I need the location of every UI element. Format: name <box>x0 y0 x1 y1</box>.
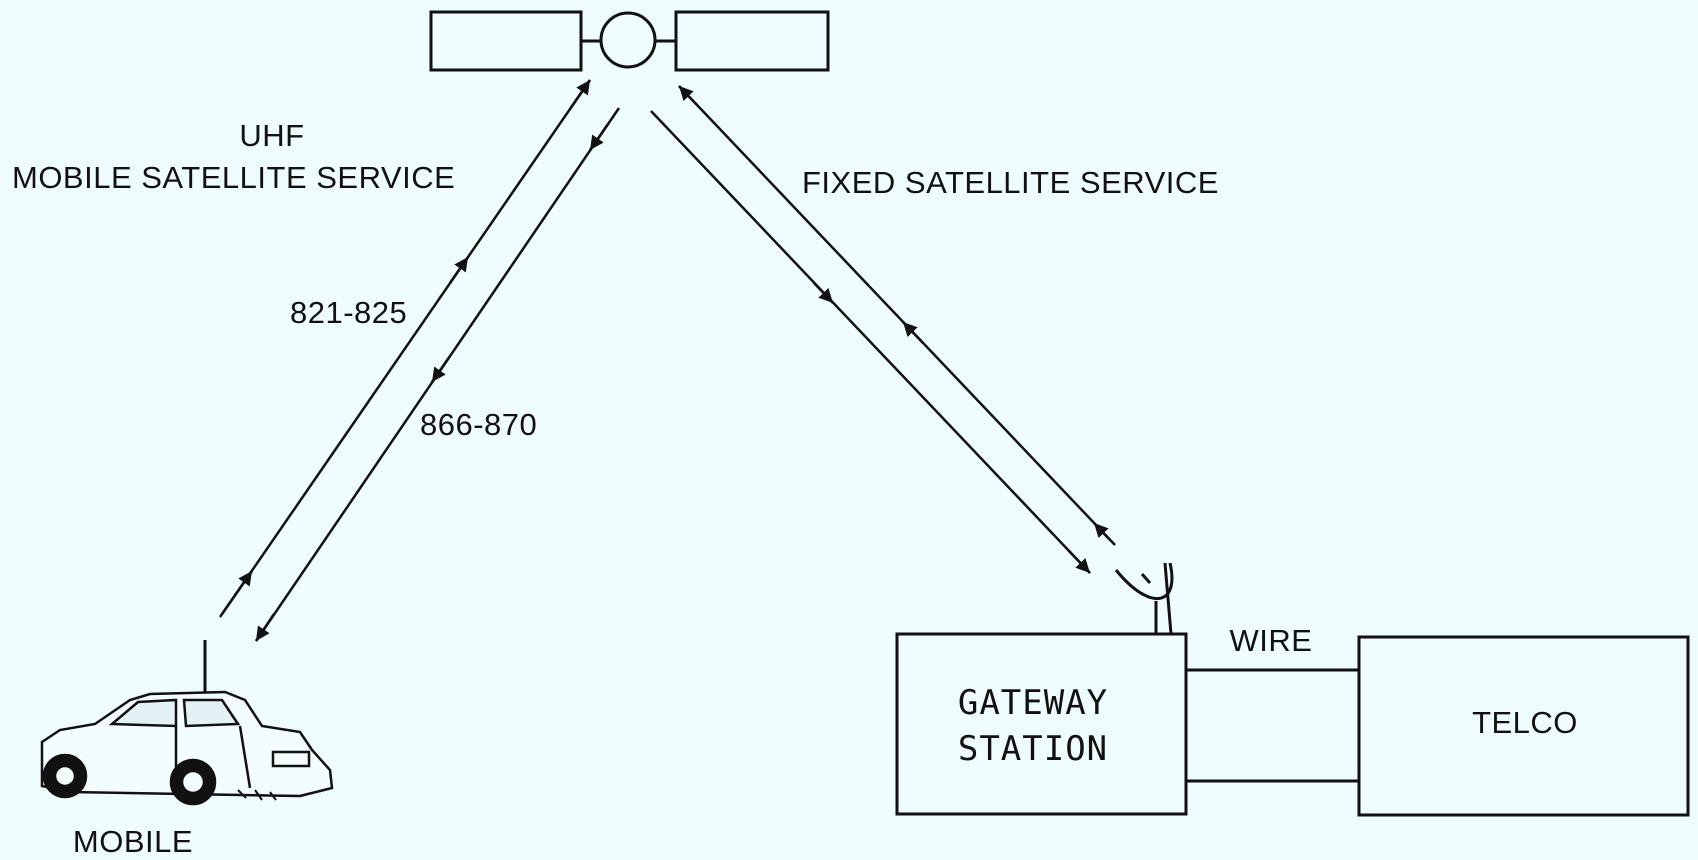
dish-antenna-icon <box>1116 563 1172 634</box>
car-icon <box>42 640 332 804</box>
solar-panel-right <box>676 12 828 70</box>
uplink-band-label: 821-825 <box>290 295 407 331</box>
mobile-satellite-service-label: MOBILE SATELLITE SERVICE <box>12 160 455 196</box>
wire-label: WIRE <box>1230 623 1313 659</box>
telco-label: TELCO <box>1472 705 1578 741</box>
gateway-station-line2: STATION <box>958 726 1108 772</box>
fixed-uplink-arrow <box>679 86 1115 545</box>
mobile-label: MOBILE <box>73 824 193 860</box>
satellite-icon <box>431 12 828 70</box>
fixed-satellite-service-label: FIXED SATELLITE SERVICE <box>802 165 1219 201</box>
satellite-body <box>601 13 655 67</box>
solar-panel-left <box>431 12 581 70</box>
gateway-station-line1: GATEWAY <box>958 680 1108 726</box>
wire-connection <box>1186 670 1359 781</box>
downlink-band-label: 866-870 <box>420 407 537 443</box>
uhf-label: UHF <box>239 118 304 154</box>
gateway-station-label: GATEWAY STATION <box>958 680 1108 772</box>
